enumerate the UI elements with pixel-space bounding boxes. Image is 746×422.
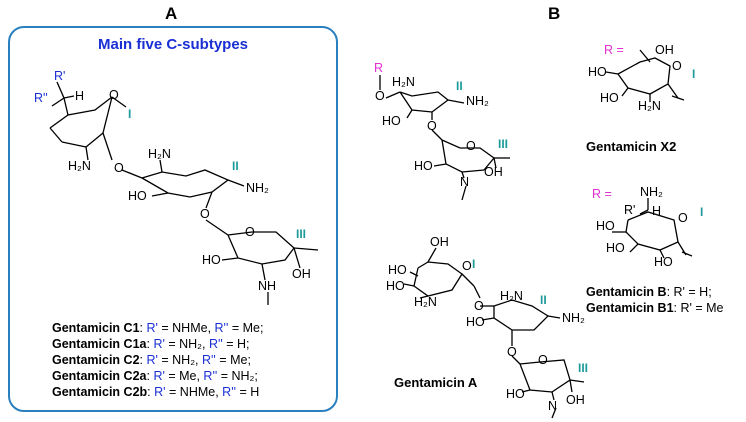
h-atom: H (75, 89, 85, 103)
b-h: H (652, 204, 662, 218)
b-nh2: NH₂ (640, 185, 663, 199)
panel-a-letter: A (165, 4, 178, 23)
ring-i-oxygen: O (109, 88, 119, 102)
r-prime-label: R' (54, 69, 66, 83)
oh-ring-iii: OH (292, 267, 311, 281)
a-oh-2: OH (566, 393, 585, 407)
panel-b-x2-bonds (605, 49, 685, 102)
a-ring-ii-label: II (540, 293, 547, 307)
b-ho-1: HO (596, 219, 615, 233)
ring-ii-label-a: II (232, 159, 239, 173)
scaffold-r-label: R (374, 61, 384, 75)
legend-row-c1: Gentamicin C1: R' = NHMe, R'' = Me; (52, 321, 264, 335)
x2-name: Gentamicin X2 (586, 139, 677, 154)
a-ho-4: HO (506, 387, 525, 401)
scaffold-ring-o: O (466, 139, 476, 153)
x2-ho-1: HO (588, 65, 607, 79)
nh2-ring-ii: NH₂ (246, 181, 269, 195)
panel-a-ring-ii-bonds (121, 159, 245, 209)
b-ho-3: HO (654, 255, 673, 269)
x2-oh: OH (655, 43, 674, 57)
scaffold-h2n: H₂N (392, 75, 415, 89)
ring-iii-oxygen: O (245, 225, 255, 239)
b-ring-i-label: I (700, 205, 704, 219)
b-r-prime: R' (624, 203, 636, 217)
a-ho-2: HO (386, 279, 405, 293)
h2n-ring-ii: H₂N (148, 147, 171, 161)
b-legend-1: Gentamicin B: R' = H; (586, 285, 712, 299)
h2n-ring-i: H₂N (68, 159, 91, 173)
b-legend-2: Gentamicin B1: R' = Me (586, 301, 724, 315)
panel-a-ring-iii-bonds (205, 219, 319, 305)
legend-row-c2: Gentamicin C2: R' = NH₂, R'' = Me; (52, 353, 251, 367)
x2-r-eq: R = (604, 43, 624, 57)
glycosidic-o-2: O (200, 207, 210, 221)
x2-ring-o: O (672, 59, 682, 73)
b-ho-2: HO (606, 241, 625, 255)
a-ho-3: HO (466, 315, 485, 329)
panel-b-letter: B (548, 4, 561, 23)
x2-ring-i-label: I (692, 67, 696, 81)
panel-b-b-bonds (612, 198, 693, 259)
a-h2n-1: H₂N (414, 295, 437, 309)
r-double-prime-label: R'' (34, 91, 48, 105)
a-ring-o-3: O (538, 353, 548, 367)
scaffold-ring-ii-label: II (456, 79, 463, 93)
scaffold-ho-2: HO (414, 159, 433, 173)
a-ho-1: HO (388, 263, 407, 277)
panel-b-scaffold-bonds (379, 75, 510, 201)
scaffold-oh: OH (484, 165, 503, 179)
a-ring-iii-label: III (578, 361, 589, 375)
a-nh: N (548, 399, 558, 413)
a-o-2: O (507, 345, 517, 359)
panel-a-ring-i-bonds (49, 81, 127, 161)
panel-a-legend: Gentamicin C1: R' = NHMe, R'' = Me; Gent… (52, 320, 263, 400)
panel-a-box: Main five C-subtypes (8, 26, 338, 412)
a-o-1: O (474, 299, 484, 313)
scaffold-o: O (375, 89, 385, 103)
legend-row-c2b: Gentamicin C2b: R' = NHMe, R'' = H (52, 385, 260, 399)
x2-ho-2: HO (600, 91, 619, 105)
legend-row-c1a: Gentamicin C1a: R' = NH₂, R'' = H; (52, 337, 250, 351)
a-ring-i-label: I (472, 257, 476, 271)
scaffold-o-link: O (427, 119, 437, 133)
b-ring-o: O (678, 211, 688, 225)
nh-ring-iii: NH (258, 279, 277, 293)
scaffold-ring-iii-label: III (498, 137, 509, 151)
scaffold-nh: N (460, 175, 470, 189)
panel-b-a-bonds (403, 247, 585, 419)
glycosidic-o-1: O (114, 161, 124, 175)
ring-i-label-a: I (128, 107, 132, 121)
a-h2n-2: H₂N (500, 289, 523, 303)
x2-h2n: H₂N (638, 99, 661, 113)
panel-a-title: Main five C-subtypes (97, 36, 249, 53)
a-ring-o-1: O (462, 259, 472, 273)
gentamicin-a-name: Gentamicin A (394, 375, 478, 390)
scaffold-ho-1: HO (382, 114, 401, 128)
scaffold-nh2: NH₂ (466, 94, 489, 108)
a-oh: OH (430, 235, 449, 249)
ho-ring-ii: HO (128, 189, 147, 203)
ring-iii-label-a: III (296, 227, 307, 241)
ho-ring-iii: HO (202, 253, 221, 267)
legend-row-c2a: Gentamicin C2a: R' = Me, R'' = NH₂; (52, 369, 258, 383)
b-r-eq: R = (592, 187, 612, 201)
a-nh2: NH₂ (562, 311, 585, 325)
